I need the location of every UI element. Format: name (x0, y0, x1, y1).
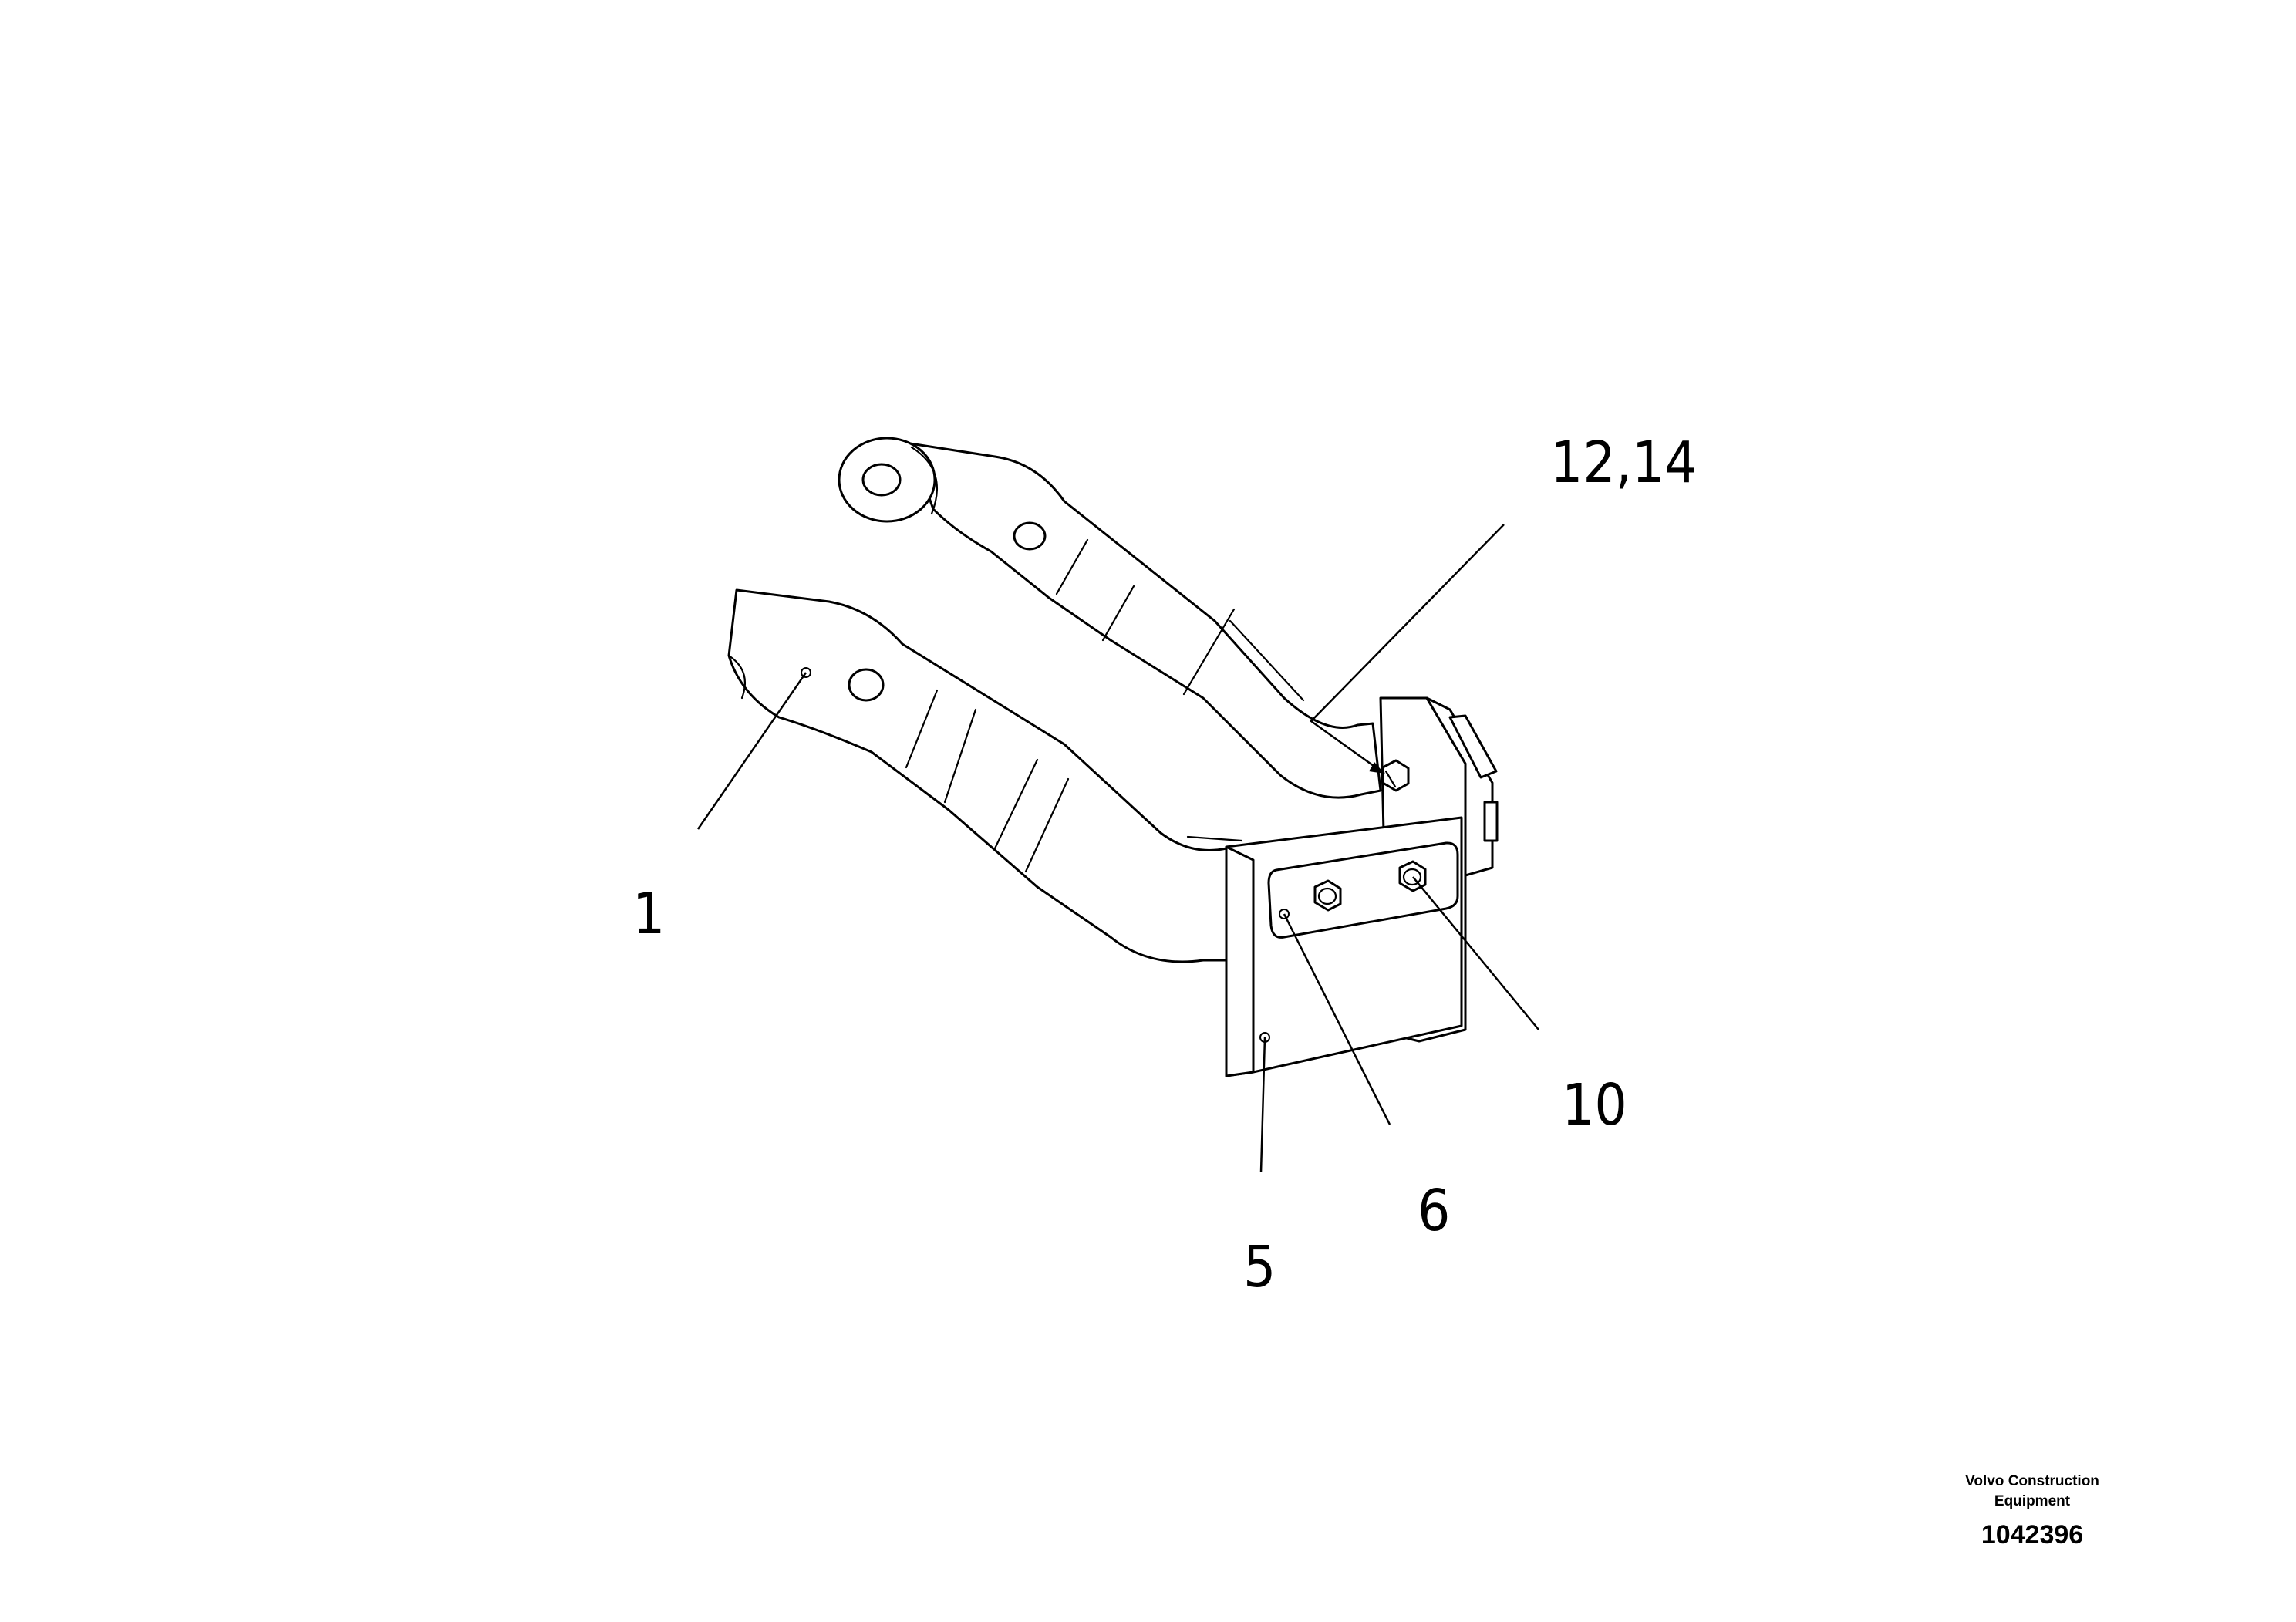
arrowhead-12-14 (1369, 762, 1384, 774)
callout-10: 10 (1562, 1072, 1627, 1138)
rear-arm-pin-hole (1013, 521, 1047, 551)
front-arm-pin-hole (848, 668, 885, 702)
callout-12-14: 12,14 (1550, 430, 1698, 496)
callout-6: 6 (1418, 1178, 1450, 1244)
bolt-12-14 (1381, 759, 1410, 792)
drawing-number: 1042396 (1981, 1520, 2084, 1549)
leader-6 (1283, 913, 1391, 1125)
callout-1: 1 (632, 881, 665, 947)
callout-5: 5 (1243, 1234, 1276, 1300)
leader-5 (1259, 1037, 1266, 1173)
leader-10 (1412, 876, 1539, 1030)
bolt-left (1313, 879, 1342, 912)
company-name: Volvo Construction Equipment (1965, 1473, 2099, 1509)
leader-12-14 (1310, 524, 1505, 775)
leader-1 (696, 672, 807, 830)
drawing-stamp: Volvo Construction Equipment 1042396 (1944, 1472, 2121, 1552)
lifting-eye (838, 437, 938, 523)
